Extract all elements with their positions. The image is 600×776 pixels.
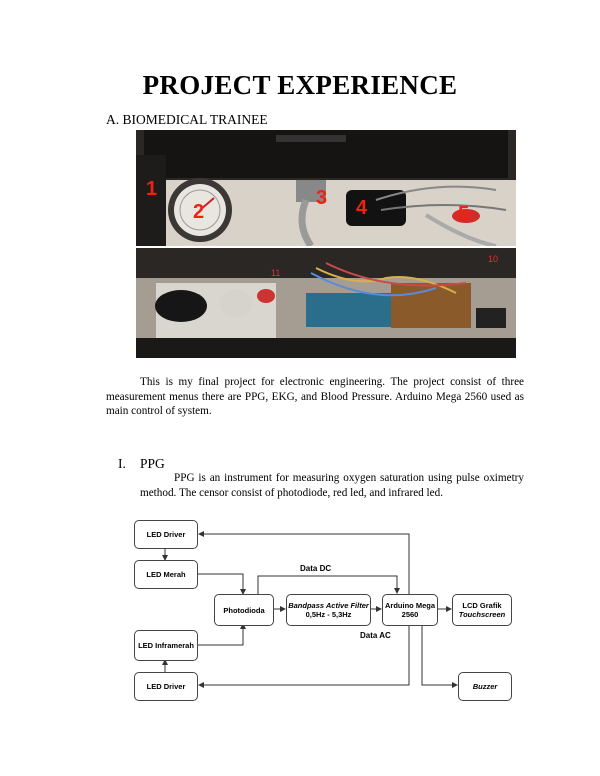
bandpass-label: Bandpass Active Filter xyxy=(288,601,369,610)
photodioda-block: Photodioda xyxy=(214,594,274,626)
data-dc-label: Data DC xyxy=(300,564,332,573)
led-merah-block: LED Merah xyxy=(134,560,198,589)
photo-marker: 11 xyxy=(271,268,280,278)
led-driver-bottom-block: LED Driver xyxy=(134,672,198,701)
section-title-ppg: PPG xyxy=(140,456,165,471)
arduino-mega-block: Arduino Mega 2560 xyxy=(382,594,438,626)
lcd-touchscreen-label: Touchscreen xyxy=(458,610,506,619)
data-ac-label: Data AC xyxy=(360,631,391,640)
photo-marker: 2 xyxy=(193,201,204,223)
arduino-label: Arduino Mega xyxy=(385,601,435,610)
ppg-description: PPG is an instrument for measuring oxyge… xyxy=(140,472,524,499)
section-heading-biomedical-trainee: A. BIOMEDICAL TRAINEE xyxy=(106,112,268,127)
bandpass-filter-block: Bandpass Active Filter 0,5Hz - 5,3Hz xyxy=(286,594,371,626)
led-driver-top-block: LED Driver xyxy=(134,520,198,549)
photo-marker: 4 xyxy=(356,197,368,219)
arduino-model: 2560 xyxy=(401,610,419,619)
page-title: PROJECT EXPERIENCE xyxy=(142,70,458,100)
photo-marker: 3 xyxy=(316,187,327,209)
photo-marker: 10 xyxy=(488,254,498,264)
buzzer-block: Buzzer xyxy=(458,672,512,701)
bandpass-range: 0,5Hz - 5,3Hz xyxy=(305,610,352,619)
lcd-touchscreen-block: LCD Grafik Touchscreen xyxy=(452,594,512,626)
photo-marker: 1 xyxy=(146,178,157,200)
lcd-label: LCD Grafik xyxy=(462,601,502,610)
section-number: I. xyxy=(118,456,126,471)
device-internal-photo: 11 10 xyxy=(136,248,516,358)
led-inframerah-block: LED Inframerah xyxy=(134,630,198,661)
photo-marker: 5 xyxy=(458,203,469,225)
intro-paragraph: This is my final project for electronic … xyxy=(106,376,524,417)
device-front-photo: 1 2 3 4 5 xyxy=(136,130,516,246)
